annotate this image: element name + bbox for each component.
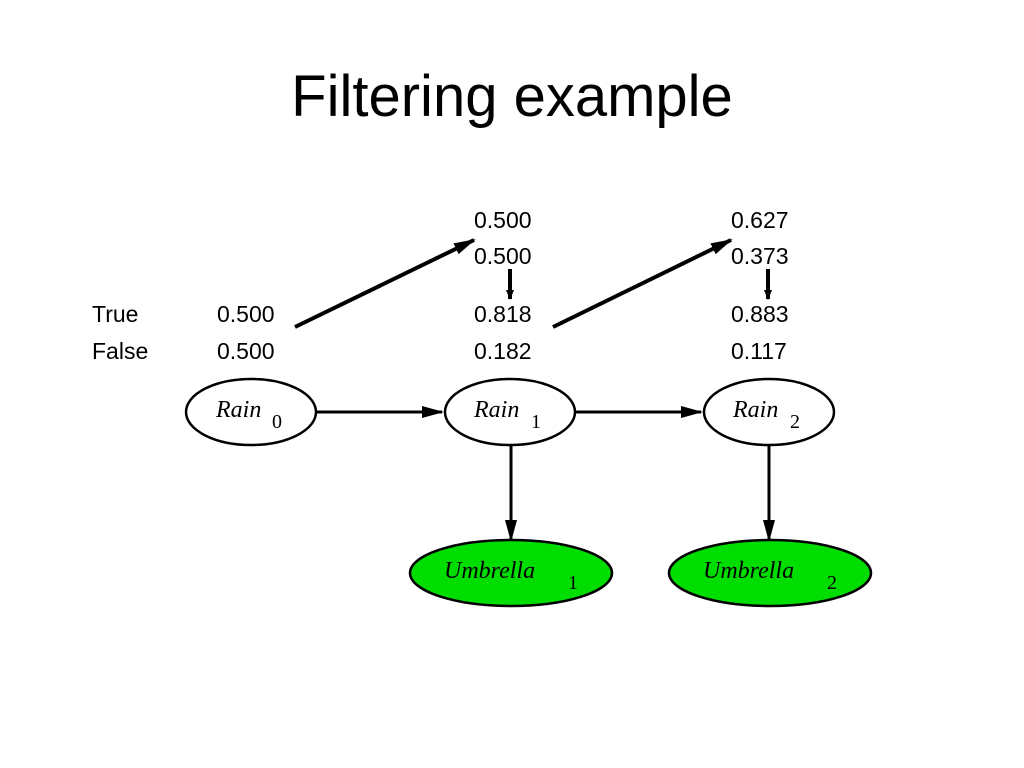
value-t1-true: 0.818 xyxy=(474,301,532,327)
value-t2-false: 0.117 xyxy=(731,338,787,364)
rain-1-subscript: 1 xyxy=(531,411,541,433)
value-t2-pred-true: 0.627 xyxy=(731,207,789,233)
rain-2-subscript: 2 xyxy=(790,411,800,433)
rain-2-node: Rain 2 xyxy=(702,377,836,447)
umbrella-2-node: Umbrella 2 xyxy=(667,538,873,608)
predict-arrow-1-2 xyxy=(552,238,733,329)
umbrella-1-label: Umbrella xyxy=(444,558,535,584)
rain-2-ellipse xyxy=(702,377,836,447)
rain-0-subscript: 0 xyxy=(272,411,282,433)
value-t1-false: 0.182 xyxy=(474,338,532,364)
value-t1-pred-false: 0.500 xyxy=(474,243,532,269)
value-t0-true: 0.500 xyxy=(217,301,275,327)
value-t1-pred-true: 0.500 xyxy=(474,207,532,233)
umbrella-2-label: Umbrella xyxy=(703,558,794,584)
umbrella-1-node: Umbrella 1 xyxy=(408,538,614,608)
rain-1-label: Rain xyxy=(473,397,519,423)
rain-0-label: Rain xyxy=(215,397,261,423)
value-t0-false: 0.500 xyxy=(217,338,275,364)
row-label-false: False xyxy=(92,338,149,364)
umbrella-1-subscript: 1 xyxy=(568,572,578,594)
row-label-true: True xyxy=(92,301,139,327)
value-t2-pred-false: 0.373 xyxy=(731,243,789,269)
rain-2-label: Rain xyxy=(732,397,778,423)
umbrella-2-subscript: 2 xyxy=(827,572,837,594)
rain-0-ellipse xyxy=(184,377,318,447)
umbrella-2-ellipse xyxy=(667,538,873,608)
predict-arrow-0-1 xyxy=(294,238,476,329)
slide-title: Filtering example xyxy=(291,64,733,129)
rain-0-node: Rain 0 xyxy=(184,377,318,447)
rain-1-ellipse xyxy=(443,377,577,447)
rain-1-node: Rain 1 xyxy=(443,377,577,447)
umbrella-1-ellipse xyxy=(408,538,614,608)
value-t2-true: 0.883 xyxy=(731,301,789,327)
